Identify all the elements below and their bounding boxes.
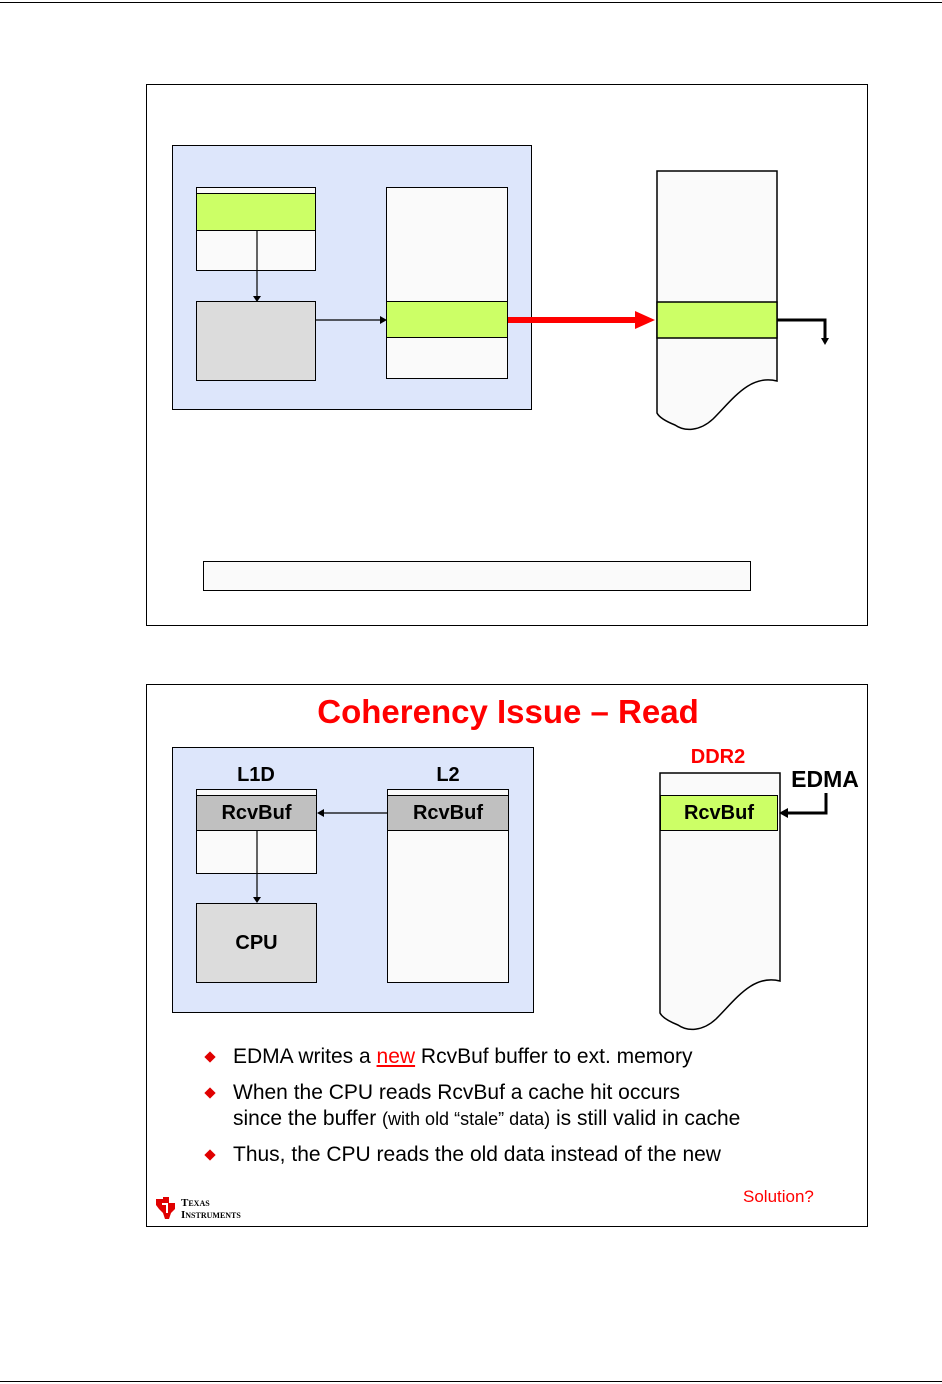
bullet-diamond-icon [204,1087,216,1099]
l1d-buffer-band [196,193,316,231]
bullet-text: Thus, the CPU reads the old data instead… [233,1143,721,1166]
bullet-list: EDMA writes a new RcvBuf buffer to ext. … [199,1044,839,1178]
top-rule [0,2,942,3]
cpu-box: CPU [196,903,317,983]
bullet-item: EDMA writes a new RcvBuf buffer to ext. … [199,1044,839,1070]
ddr2-memory-shape [659,772,781,1031]
l2-box [386,187,508,379]
bullet-text: EDMA writes a [233,1045,377,1068]
l2-label: L2 [436,763,460,786]
new-emphasis: new [376,1045,416,1068]
l2-buffer-band [386,301,508,338]
l1d-buffer-band: RcvBuf [196,795,317,831]
slide-2: Coherency Issue – Read L1D RcvBuf CPU L2… [146,684,868,1227]
ti-logo-icon [156,1197,175,1219]
bullet-text: When the CPU reads RcvBuf a cache hit oc… [233,1081,681,1104]
cpu-box [196,301,316,381]
bullet-text: since the buffer [233,1107,383,1130]
slide-title: Coherency Issue – Read [317,693,699,730]
slide-1 [146,84,868,626]
bullet-diamond-icon [204,1149,216,1161]
slide2-arrows [253,793,828,903]
bullet-text: RcvBuf buffer to ext. memory [415,1045,693,1068]
l2-buffer-band: RcvBuf [387,795,509,831]
stale-data-note: (with old “stale” data) [382,1109,551,1129]
bottom-rule [0,1381,942,1382]
bullet-item: When the CPU reads RcvBuf a cache hit oc… [199,1080,839,1132]
logo-line-2: Instruments [181,1209,241,1221]
logo-line-1: Texas [181,1197,210,1209]
caption-bar [203,561,751,591]
ddr2-memory-shape [656,170,778,431]
ddr2-buffer-band: RcvBuf [660,795,778,831]
l1d-label: L1D [237,763,275,786]
ddr2-label: DDR2 [690,745,746,768]
ti-logo-text: Texas Instruments [181,1197,241,1221]
bullet-diamond-icon [204,1051,216,1063]
bullet-text: is still valid in cache [550,1107,741,1130]
bullet-item: Thus, the CPU reads the old data instead… [199,1142,839,1168]
solution-link[interactable]: Solution? [743,1187,814,1206]
edma-label: EDMA [791,765,859,792]
slide1-arrows [253,231,829,345]
